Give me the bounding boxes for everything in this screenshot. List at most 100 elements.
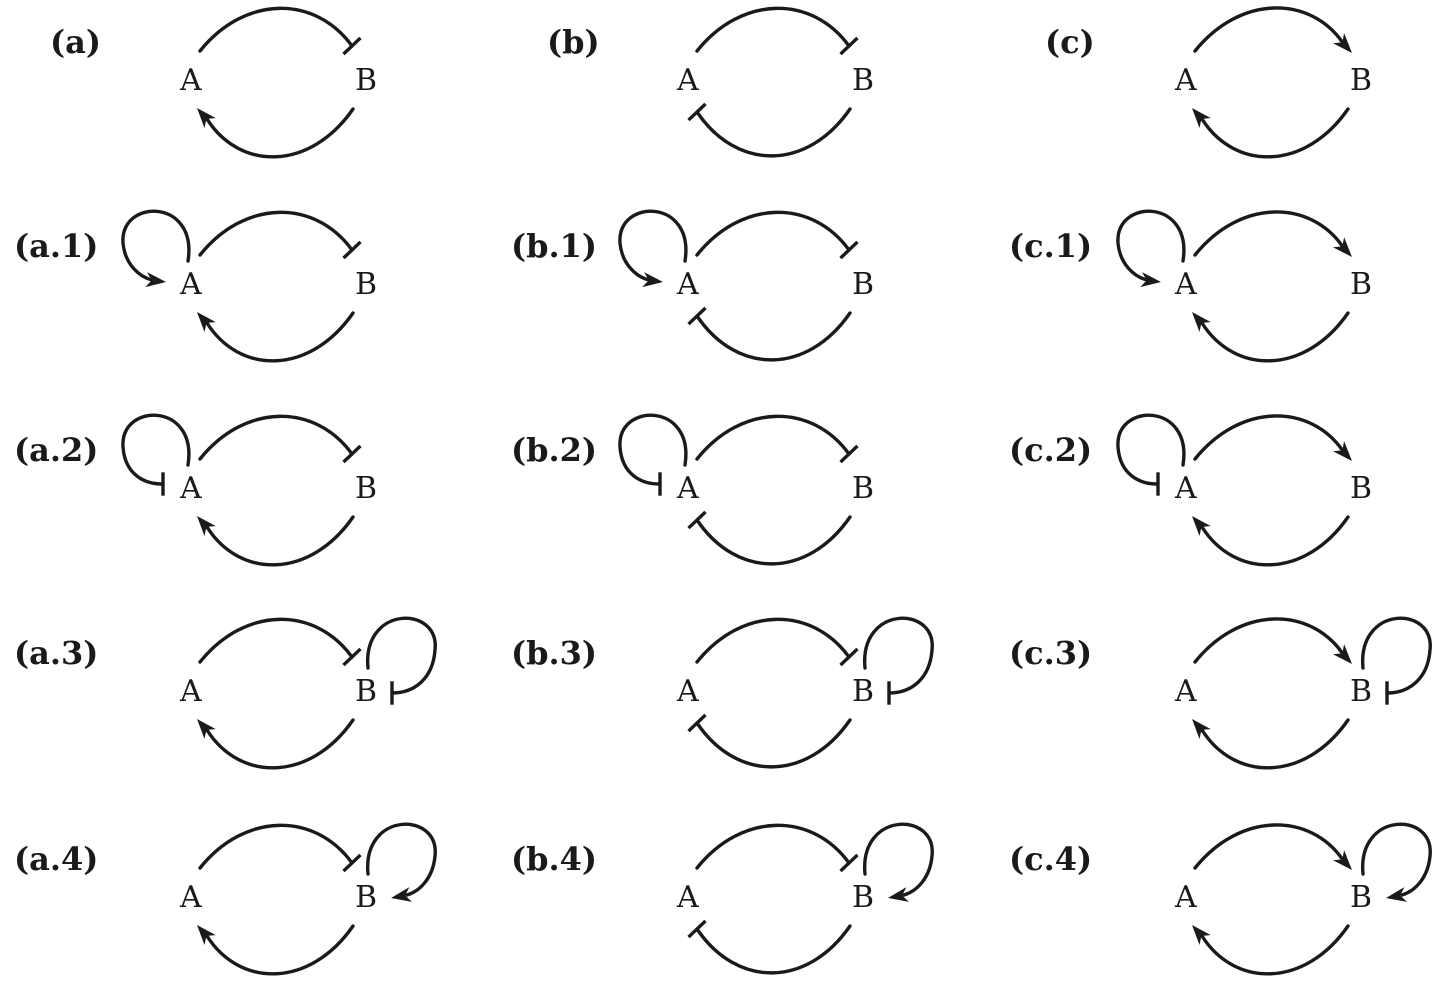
edge-b-to-a xyxy=(1200,718,1350,770)
edge-a-to-b xyxy=(1193,210,1345,257)
panel-label: (b.1) xyxy=(511,227,597,265)
edge-a-to-b xyxy=(695,617,851,664)
edge-a-to-b xyxy=(1193,823,1345,870)
panel-label: (a.2) xyxy=(14,431,98,469)
edge-b-to-a xyxy=(695,718,852,769)
inhibition-bar-a-to-b xyxy=(839,853,859,873)
node-a: A xyxy=(179,674,202,709)
edge-b-to-a xyxy=(1200,311,1350,363)
node-a: A xyxy=(179,880,202,915)
inhibition-bar-b-to-a xyxy=(687,713,707,733)
inhibition-bar-a-to-b xyxy=(839,444,859,464)
edge-b-to-a xyxy=(695,311,852,362)
arrow-head-self-b xyxy=(1386,887,1408,902)
edge-b-to-a xyxy=(1200,107,1350,159)
panel-c-1: (c.1) A B xyxy=(1009,209,1372,363)
self-loop-b xyxy=(1361,616,1432,695)
edge-a-to-b xyxy=(1193,414,1345,461)
arrow-head-a-to-b xyxy=(1332,644,1352,664)
node-b: B xyxy=(1350,674,1372,709)
arrow-head-self-a xyxy=(145,272,166,288)
arrow-head-self-a xyxy=(1140,272,1161,288)
panel-label: (a.3) xyxy=(14,634,98,672)
node-a: A xyxy=(179,267,202,302)
inhibition-bar-b-to-a xyxy=(687,306,707,326)
panel-label: (b.3) xyxy=(511,634,597,672)
arrow-head-b-to-a xyxy=(1192,108,1211,129)
node-a: A xyxy=(676,63,699,98)
node-a: A xyxy=(1174,63,1197,98)
edge-b-to-a xyxy=(1200,515,1350,567)
panel-a-1: (a.1) A B xyxy=(14,209,377,363)
self-loop-a xyxy=(121,413,191,486)
self-loop-b xyxy=(1361,822,1432,897)
edge-a-to-b xyxy=(695,210,851,257)
node-b: B xyxy=(1350,880,1372,915)
inhibition-bar-a-to-b xyxy=(342,647,362,667)
edge-a-to-b xyxy=(695,823,851,870)
inhibition-bar-a-to-b xyxy=(342,36,362,56)
node-a: A xyxy=(676,471,699,506)
inhibition-bar-b-to-a xyxy=(687,919,707,939)
node-a: A xyxy=(1174,471,1197,506)
arrow-head-b-to-a xyxy=(197,312,216,333)
self-loop-a xyxy=(618,413,688,486)
arrow-head-a-to-b xyxy=(1332,33,1352,53)
panel-label: (a.1) xyxy=(14,227,98,265)
arrow-head-b-to-a xyxy=(1192,516,1211,537)
edge-b-to-a xyxy=(205,924,355,976)
panel-c-2: (c.2) A B xyxy=(1009,413,1372,567)
edge-a-to-b xyxy=(198,6,354,53)
node-a: A xyxy=(1174,267,1197,302)
node-a: A xyxy=(676,674,699,709)
edge-a-to-b xyxy=(198,414,354,461)
arrow-head-b-to-a xyxy=(1192,312,1211,333)
edge-a-to-b xyxy=(198,617,354,664)
node-b: B xyxy=(355,674,377,709)
edge-a-to-b xyxy=(1193,6,1345,53)
arrow-head-a-to-b xyxy=(1332,850,1352,870)
node-b: B xyxy=(852,267,874,302)
node-a: A xyxy=(179,471,202,506)
panel-label: (c.1) xyxy=(1009,227,1092,265)
arrow-head-b-to-a xyxy=(197,516,216,537)
inhibition-bar-a-to-b xyxy=(839,647,859,667)
arrow-head-b-to-a xyxy=(197,925,216,946)
edge-b-to-a xyxy=(205,515,355,567)
self-loop-a xyxy=(618,209,688,282)
node-a: A xyxy=(179,63,202,98)
arrow-head-self-b xyxy=(391,887,413,902)
panel-label: (c.2) xyxy=(1009,431,1092,469)
panel-label: (b.2) xyxy=(511,431,597,469)
arrow-head-self-b xyxy=(888,887,910,902)
self-loop-b xyxy=(366,822,437,897)
edge-b-to-a xyxy=(205,718,355,770)
panel-label: (a) xyxy=(50,23,101,61)
node-b: B xyxy=(1350,63,1372,98)
node-b: B xyxy=(852,880,874,915)
edge-a-to-b xyxy=(198,823,354,870)
self-loop-b xyxy=(863,822,934,897)
inhibition-bar-b-to-a xyxy=(687,102,707,122)
edge-a-to-b xyxy=(695,6,851,53)
arrow-head-b-to-a xyxy=(197,719,216,740)
node-b: B xyxy=(1350,267,1372,302)
panel-label: (b.4) xyxy=(511,840,597,878)
arrow-head-self-a xyxy=(642,272,663,288)
self-loop-b xyxy=(366,616,437,695)
arrow-head-a-to-b xyxy=(1332,441,1352,461)
self-loop-a xyxy=(121,209,191,282)
panel-label: (c) xyxy=(1045,23,1095,61)
node-b: B xyxy=(1350,471,1372,506)
inhibition-bar-a-to-b xyxy=(342,240,362,260)
edge-a-to-b xyxy=(198,210,354,257)
node-b: B xyxy=(355,267,377,302)
